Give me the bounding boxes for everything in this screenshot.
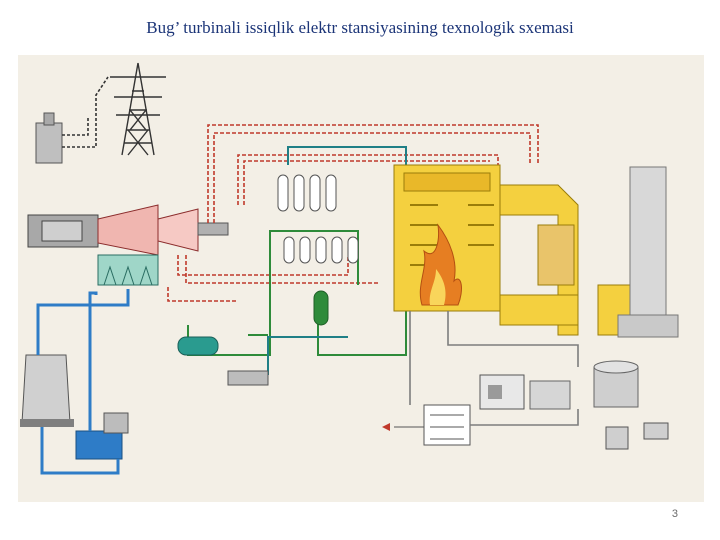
filter-icon <box>382 404 471 446</box>
flame-icon <box>419 223 462 306</box>
fuel-lines <box>409 311 579 426</box>
condenser-icon <box>97 254 159 286</box>
cooling-tower-icon <box>20 354 74 427</box>
pylon-icon <box>110 62 166 156</box>
turbine-icon <box>97 204 229 256</box>
slide-title: Bug’ turbinali issiqlik elektr stansiyas… <box>146 18 574 37</box>
feed-pump-icon <box>177 336 269 386</box>
power-plant-schematic <box>18 55 704 502</box>
tank-icon <box>313 290 329 326</box>
transformer-icon <box>35 76 109 164</box>
water-line <box>267 146 407 375</box>
steam-lines <box>167 124 539 302</box>
fuel-storage-icon <box>529 360 639 410</box>
pump-icon <box>75 412 129 460</box>
chimney-icon <box>617 166 679 338</box>
generator-icon <box>27 214 99 248</box>
mill-icon <box>479 374 669 450</box>
heater-icon <box>277 174 359 264</box>
cooling-water-loop <box>36 289 130 475</box>
page-number: 3 <box>671 508 678 520</box>
